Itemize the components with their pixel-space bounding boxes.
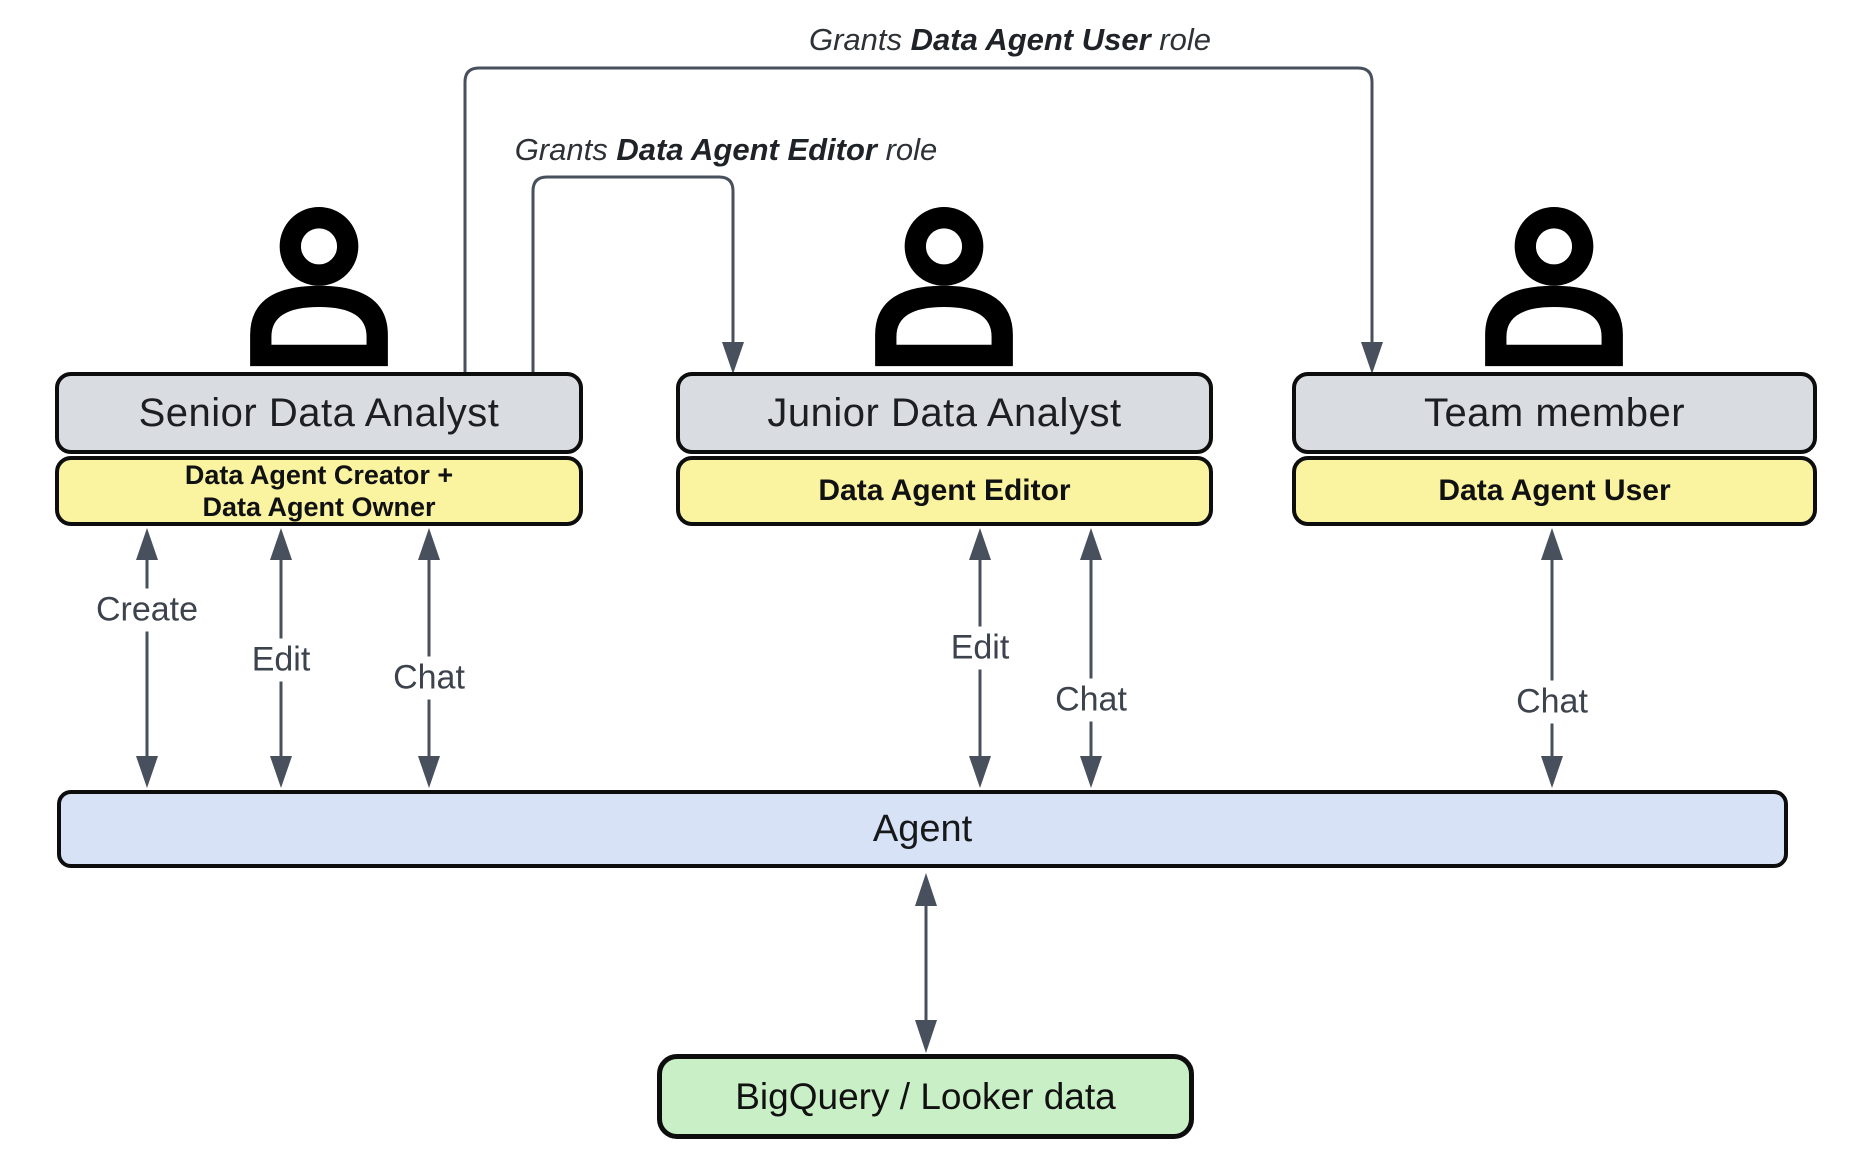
senior-person-icon <box>250 207 388 367</box>
chat-label-team: Chat <box>1508 680 1596 724</box>
agent-bar: Agent <box>57 790 1788 868</box>
grant-user-label-suffix: role <box>1150 22 1211 57</box>
junior-analyst-box: Junior Data Analyst <box>676 372 1213 454</box>
senior-role-line-1: Data Agent Creator + <box>184 459 454 490</box>
chat-arrow-junior <box>1080 528 1102 788</box>
team-person-icon <box>1485 207 1623 367</box>
senior-analyst-title: Senior Data Analyst <box>138 390 500 435</box>
grant-editor-connector <box>531 175 735 372</box>
senior-role-line-2: Data Agent Owner <box>202 492 436 522</box>
junior-role-line-1: Data Agent Editor <box>818 474 1071 507</box>
bigquery-looker-label: BigQuery / Looker data <box>735 1075 1116 1117</box>
agent-datasource-arrow <box>915 873 937 1053</box>
grant-editor-label-suffix: role <box>876 132 938 167</box>
chat-label-junior: Chat <box>1047 678 1135 722</box>
senior-analyst-box: Senior Data Analyst <box>55 372 583 454</box>
junior-person-icon <box>875 207 1013 367</box>
chat-arrow-team <box>1541 528 1563 788</box>
grant-user-label: Grants Data Agent User role <box>803 22 1217 58</box>
team-member-title: Team member <box>1423 390 1686 435</box>
grant-editor-arrowhead <box>722 342 744 374</box>
bigquery-looker-box: BigQuery / Looker data <box>657 1054 1194 1139</box>
team-role-box: Data Agent User <box>1292 456 1817 526</box>
junior-analyst-title: Junior Data Analyst <box>767 390 1122 435</box>
grant-user-label-prefix: Grants <box>809 22 911 57</box>
grant-editor-label-role: Data Agent Editor <box>616 132 877 167</box>
grant-user-arrowhead <box>1361 342 1383 374</box>
team-role-line-1: Data Agent User <box>1438 474 1671 507</box>
create-arrow-senior <box>136 528 158 788</box>
team-member-box: Team member <box>1292 372 1817 454</box>
edit-label-junior: Edit <box>942 626 1018 670</box>
chat-label-senior: Chat <box>385 656 473 700</box>
create-label-senior: Create <box>87 588 207 632</box>
grant-editor-label: Grants Data Agent Editor role <box>508 132 944 168</box>
grant-user-label-role: Data Agent User <box>910 22 1151 57</box>
grant-editor-label-prefix: Grants <box>514 132 617 167</box>
agent-label: Agent <box>872 807 973 850</box>
edit-label-senior: Edit <box>243 638 319 682</box>
senior-role-box: Data Agent Creator + Data Agent Owner <box>55 456 583 526</box>
junior-role-box: Data Agent Editor <box>676 456 1213 526</box>
